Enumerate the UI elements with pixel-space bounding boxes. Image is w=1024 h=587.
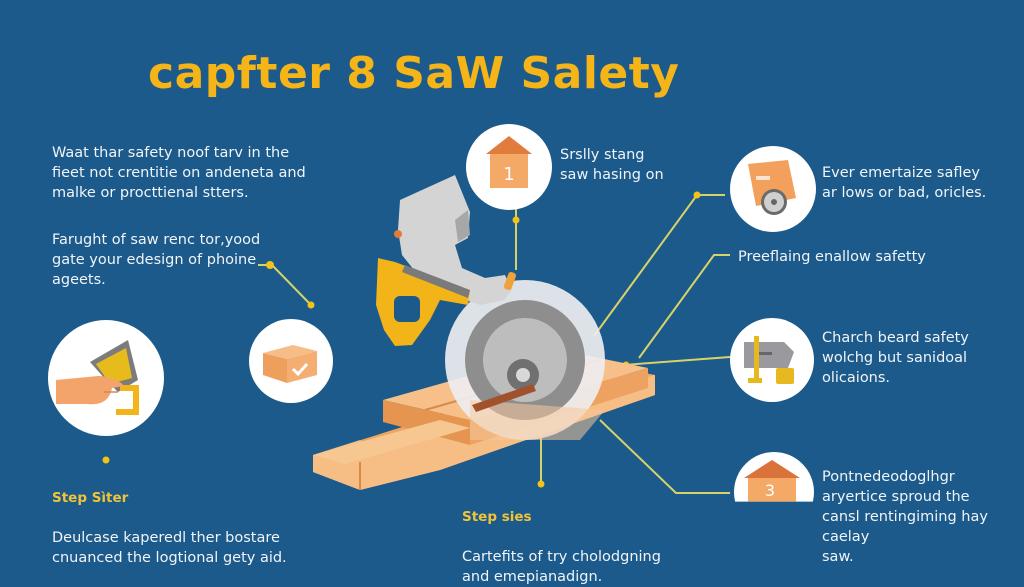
callout-top-left-text: Waat thar safety noof tarv in the fieet … [52,145,306,201]
callout-bottom-center-text: Cartefits of try cholodgning and emepian… [462,549,661,585]
callout-mid-left-text: Farught of saw renc tor,yood gate your e… [52,232,261,288]
callout-bottom-left: Step Sìter Deulcase kaperedl ther bostar… [52,468,287,568]
step-number: 1 [503,164,514,185]
page-title: capfter 8 SaW Salety [148,48,680,99]
box-check-icon [263,345,317,383]
step-3-circle: 3 [734,452,814,502]
step-label: Step Sìter [52,490,129,506]
house-number-3-icon: 3 [744,460,800,502]
box-with-blade-icon [748,160,796,215]
saw-body-icon [376,175,516,346]
callout-top-right-text: Ever emertaize safley ar lows or bad, or… [822,165,987,201]
clamp-circle [730,318,814,402]
circular-saw-icon [445,280,605,440]
saw-clamp-icon [744,336,794,384]
step-number: 3 [765,481,775,500]
hand-holding-tool-icon [56,340,139,415]
step-label: Step sies [462,509,532,525]
callout-right-middle-text: Charch beard safety wolchg but sanidoal … [822,330,969,386]
hand-tool-circle [48,320,164,436]
box-check-circle [249,319,333,403]
callout-mid-right-label: Preeflaing enallow safetty [738,249,926,265]
step-1-circle: 1 [466,124,552,210]
callout-bottom-right-text: Pontnedeodoglhgr aryertice sproud the ca… [822,469,988,565]
callout-bottom-center: Step sies Cartefits of try cholodgning a… [462,487,661,587]
house-number-1-icon: 1 [486,136,532,188]
callout-top-center-text: Srslly stang saw hasing on [560,147,664,183]
callout-bottom-left-text: Deulcase kaperedl ther bostare cnuanced … [52,530,287,566]
box-blade-circle [730,146,816,232]
